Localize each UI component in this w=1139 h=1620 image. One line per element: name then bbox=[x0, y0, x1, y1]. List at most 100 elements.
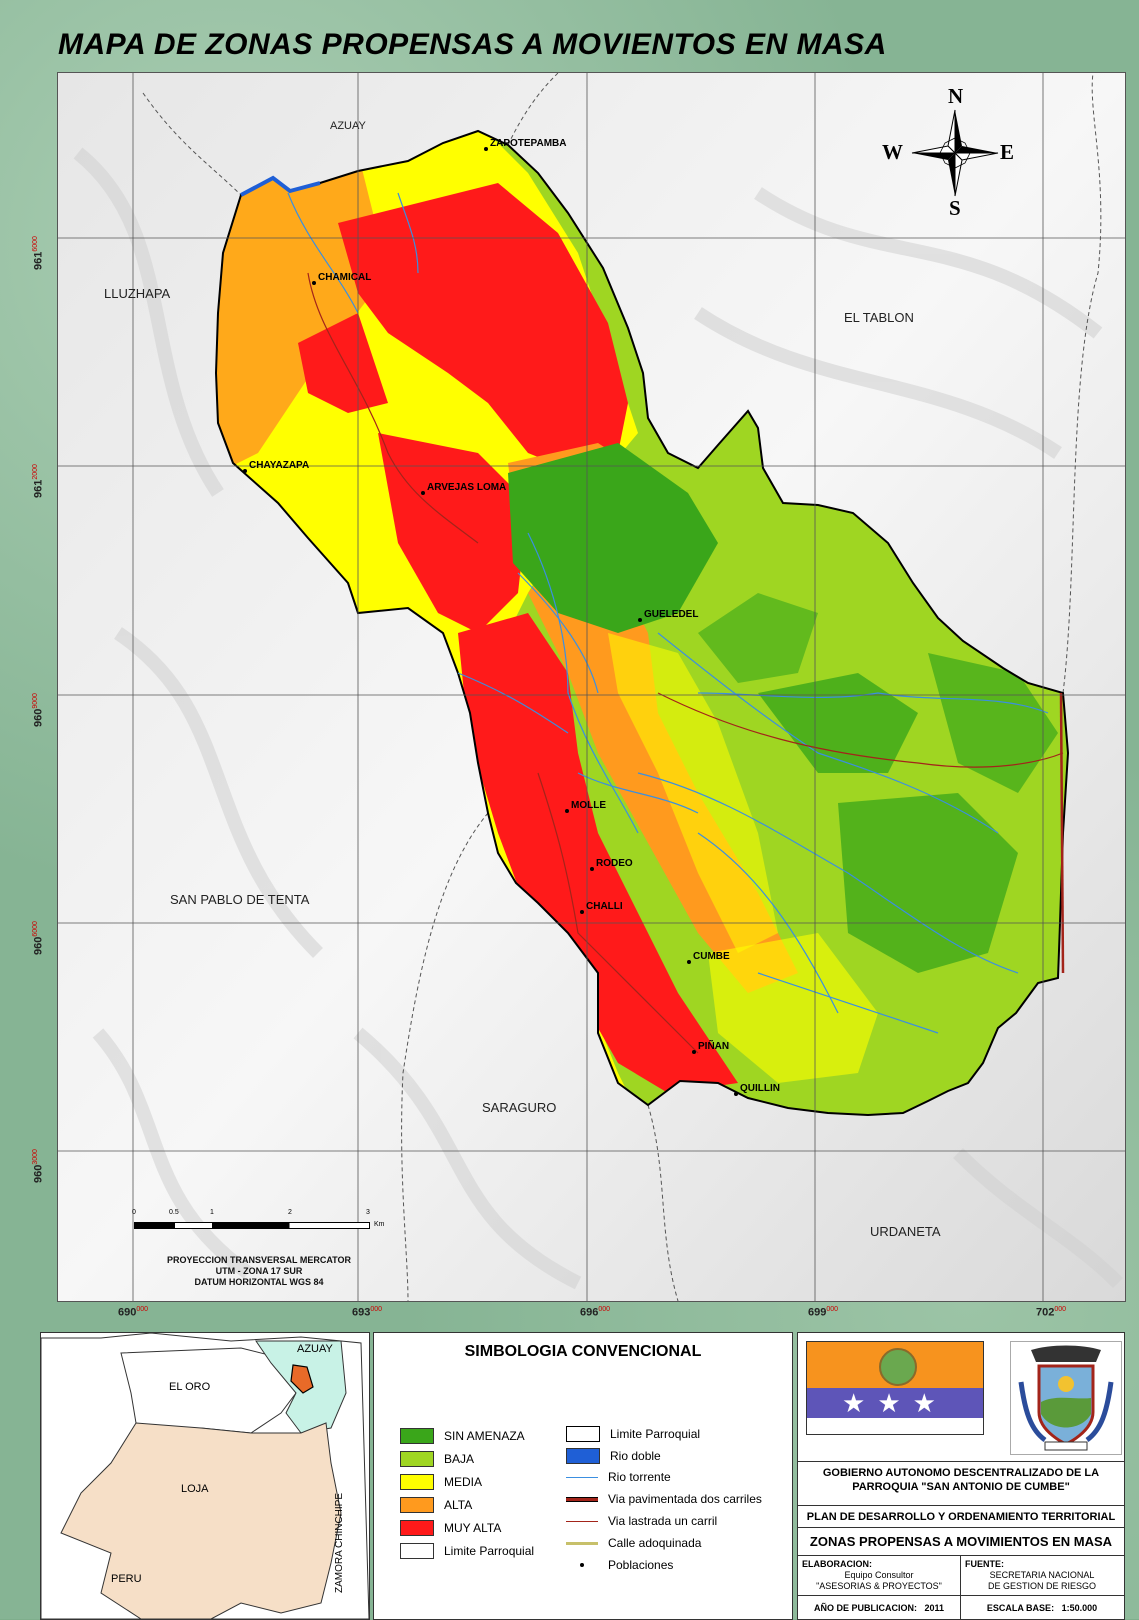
legend-label: MUY ALTA bbox=[444, 1521, 502, 1535]
legend-swatch bbox=[400, 1451, 434, 1467]
town-label[interactable]: ARVEJAS LOMA bbox=[420, 482, 507, 495]
legend-panel: SIMBOLOGIA CONVENCIONAL SIN AMENAZA BAJA… bbox=[373, 1332, 793, 1620]
flag-stars-icon: ★★★ bbox=[807, 1388, 983, 1418]
legend-line-limite: Limite Parroquial bbox=[566, 1426, 700, 1442]
compass-west: W bbox=[882, 140, 903, 164]
scale-cell: ESCALA BASE: 1:50.000 bbox=[961, 1596, 1123, 1620]
legend-line-via-pavimentada: Via pavimentada dos carriles bbox=[566, 1492, 762, 1506]
legend-item-baja: BAJA bbox=[400, 1451, 474, 1467]
region-label: LLUZHAPA bbox=[104, 286, 171, 301]
legend-label: BAJA bbox=[444, 1452, 475, 1466]
compass-south: S bbox=[949, 196, 961, 220]
legend-symbol bbox=[566, 1514, 598, 1528]
compass-north: N bbox=[948, 84, 964, 108]
town-label[interactable]: PIÑAN bbox=[691, 1041, 730, 1054]
projection-line: PROYECCION TRANSVERSAL MERCATOR bbox=[166, 1255, 352, 1265]
fuente-line: SECRETARIA NACIONAL bbox=[989, 1570, 1095, 1580]
grid-x-label: 696000 bbox=[580, 1306, 611, 1319]
grid-lines bbox=[58, 73, 1125, 1301]
year-value: 2011 bbox=[924, 1603, 945, 1613]
town-label[interactable]: ZAPOTEPAMBA bbox=[483, 138, 567, 151]
grid-y-label: 9603000 bbox=[32, 1149, 45, 1183]
legend-swatch bbox=[400, 1497, 434, 1513]
legend-symbol bbox=[566, 1558, 598, 1572]
legend-label: Limite Parroquial bbox=[444, 1544, 535, 1558]
legend-symbol bbox=[566, 1470, 598, 1484]
flag-emblem-icon bbox=[879, 1348, 917, 1386]
legend-item-alta: ALTA bbox=[400, 1497, 472, 1513]
town-label[interactable]: MOLLE bbox=[565, 800, 606, 813]
legend-label: Via pavimentada dos carriles bbox=[608, 1492, 762, 1506]
grid-y-label: 9616000 bbox=[32, 236, 45, 270]
scale-value: 1:50.000 bbox=[1061, 1603, 1098, 1613]
scale-label: ESCALA BASE: bbox=[986, 1603, 1055, 1613]
legend-label: Rio doble bbox=[610, 1449, 661, 1463]
town-label[interactable]: GUELEDEL bbox=[637, 609, 699, 622]
year-label: AÑO DE PUBLICACION: bbox=[813, 1603, 917, 1613]
scale-tick: 1 bbox=[210, 1209, 214, 1216]
grid-y-label: 9612000 bbox=[32, 464, 45, 498]
scale-tick: 3 bbox=[366, 1209, 370, 1216]
map-subject: ZONAS PROPENSAS A MOVIMIENTOS EN MASA bbox=[798, 1527, 1124, 1556]
inset-map-canvas bbox=[41, 1333, 369, 1619]
town-label[interactable]: CHALLI bbox=[580, 901, 623, 914]
legend-symbol bbox=[566, 1426, 600, 1442]
legend-title: SIMBOLOGIA CONVENCIONAL bbox=[464, 1343, 702, 1360]
inset-label-peru: PERU bbox=[111, 1573, 142, 1585]
elaboracion-cell: ELABORACION: Equipo Consultor "ASESORIAS… bbox=[798, 1556, 961, 1596]
compass-east: E bbox=[1000, 140, 1015, 164]
town-label[interactable]: CHAMICAL bbox=[311, 272, 372, 285]
legend-label: Poblaciones bbox=[608, 1558, 674, 1572]
region-label: SARAGURO bbox=[482, 1100, 557, 1115]
legend-label: Calle adoquinada bbox=[608, 1536, 702, 1550]
location-inset-map[interactable]: EL ORO AZUAY LOJA PERU ZAMORA CHINCHIPE bbox=[40, 1332, 370, 1620]
legend-label: ALTA bbox=[444, 1498, 473, 1512]
elaboracion-line: Equipo Consultor bbox=[844, 1570, 914, 1580]
credits-row: ELABORACION: Equipo Consultor "ASESORIAS… bbox=[798, 1555, 1124, 1596]
legend-symbol bbox=[566, 1536, 598, 1550]
projection-line: DATUM HORIZONTAL WGS 84 bbox=[194, 1277, 324, 1287]
inset-label-azuay: AZUAY bbox=[297, 1343, 333, 1355]
region-label: AZUAY bbox=[330, 120, 366, 132]
scale-unit: Km bbox=[374, 1221, 385, 1228]
legend-item-media: MEDIA bbox=[400, 1474, 482, 1490]
flag-band-white bbox=[807, 1418, 983, 1434]
inset-label-el-oro: EL ORO bbox=[169, 1381, 211, 1393]
legend-swatch bbox=[400, 1474, 434, 1490]
legend-line-calle: Calle adoquinada bbox=[566, 1536, 701, 1550]
town-label[interactable]: QUILLIN bbox=[734, 1083, 780, 1096]
roads bbox=[307, 272, 1065, 1054]
coat-of-arms-shape bbox=[1018, 1345, 1114, 1451]
town-label[interactable]: CUMBE bbox=[687, 951, 730, 964]
legend-symbol bbox=[566, 1492, 598, 1506]
parish-flag: ★★★ bbox=[806, 1341, 984, 1435]
grid-x-label: 702000 bbox=[1036, 1306, 1067, 1319]
legend-item-sin-amenaza: SIN AMENAZA bbox=[400, 1428, 525, 1444]
town-label[interactable]: RODEO bbox=[590, 858, 633, 871]
region-label: EL TABLON bbox=[844, 310, 914, 325]
legend-swatch bbox=[400, 1543, 434, 1559]
region-label: SAN PABLO DE TENTA bbox=[170, 892, 310, 907]
legend-swatch bbox=[400, 1428, 434, 1444]
north-arrow: N S E W bbox=[882, 84, 1020, 220]
fuente-label: FUENTE: bbox=[965, 1559, 1004, 1569]
grid-x-label: 690000 bbox=[118, 1306, 149, 1319]
legend-line-poblaciones: Poblaciones bbox=[566, 1558, 673, 1572]
legend-label: SIN AMENAZA bbox=[444, 1429, 525, 1443]
legend-label: Rio torrente bbox=[608, 1470, 671, 1484]
compass-rose-icon bbox=[911, 109, 999, 197]
publication-row: AÑO DE PUBLICACION: 2011 ESCALA BASE: 1:… bbox=[798, 1595, 1124, 1620]
legend-item-muy-alta: MUY ALTA bbox=[400, 1520, 501, 1536]
grid-x-label: 693000 bbox=[352, 1306, 383, 1319]
year-cell: AÑO DE PUBLICACION: 2011 bbox=[798, 1596, 961, 1620]
main-map[interactable] bbox=[57, 72, 1126, 1302]
parish-coat-of-arms-icon bbox=[1010, 1341, 1122, 1455]
fuente-line: DE GESTION DE RIESGO bbox=[987, 1581, 1097, 1591]
legend-item-limite: Limite Parroquial bbox=[400, 1543, 534, 1559]
title-block: ★★★ GOBIERNO AUTONOMO DESCENTRALIZADO DE… bbox=[797, 1332, 1125, 1620]
legend-label: MEDIA bbox=[444, 1475, 483, 1489]
town-label[interactable]: CHAYAZAPA bbox=[242, 460, 310, 473]
grid-x-label: 699000 bbox=[808, 1306, 839, 1319]
scale-bar: 0 0.5 1 2 3 Km bbox=[132, 1209, 385, 1252]
scale-tick: 0 bbox=[132, 1209, 136, 1216]
